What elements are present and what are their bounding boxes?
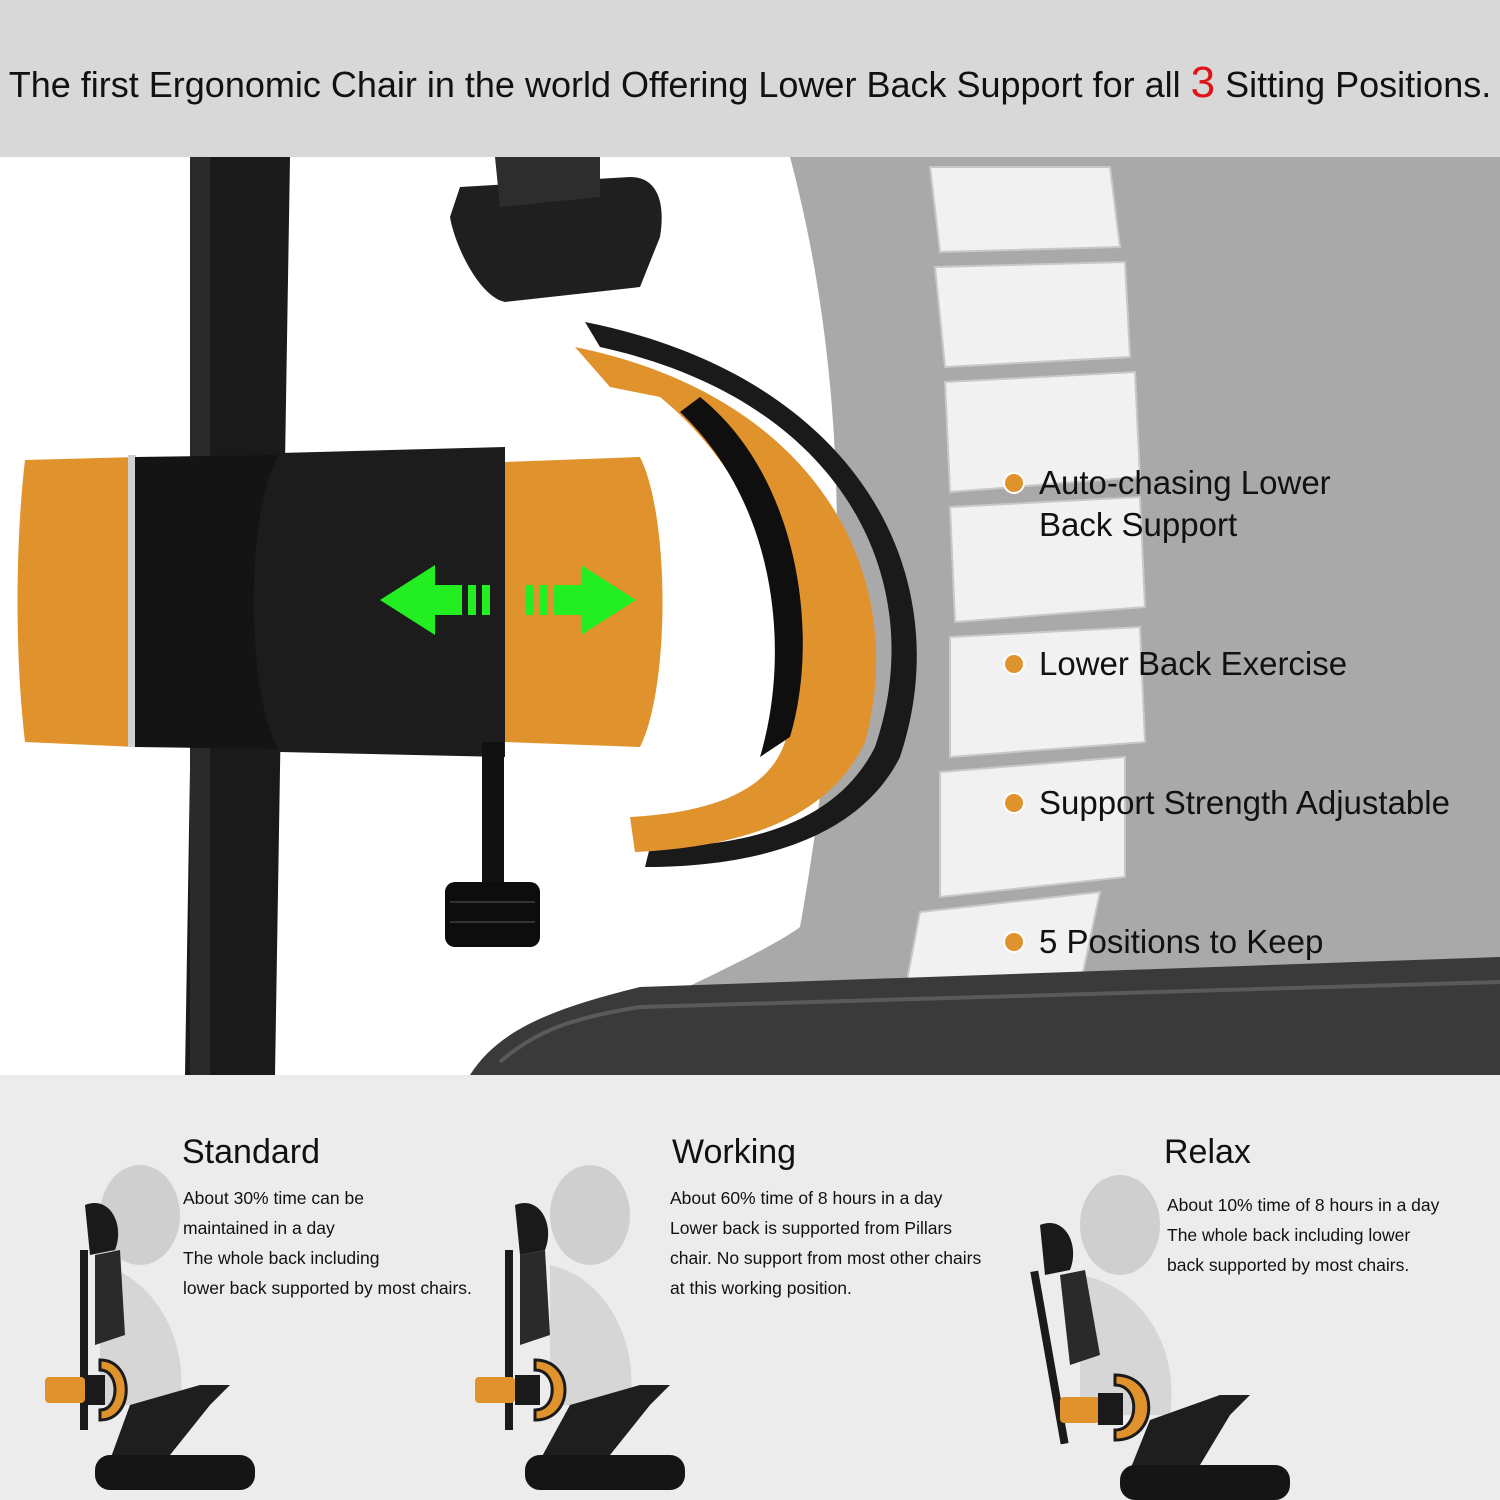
chair-lumbar-graphic bbox=[17, 157, 1500, 1075]
feature-item: Lower Back Exercise bbox=[1005, 643, 1347, 685]
bullet-icon bbox=[1005, 655, 1023, 673]
sitting-positions-section: Standard About 30% time can be maintaine… bbox=[0, 1075, 1500, 1500]
description-line: Lower back is supported from Pillars bbox=[670, 1218, 953, 1238]
relax-description: About 10% time of 8 hours in a day The w… bbox=[1167, 1190, 1439, 1280]
description-line: at this working position. bbox=[670, 1278, 852, 1298]
description-line: About 10% time of 8 hours in a day bbox=[1167, 1195, 1440, 1215]
working-chair-icon bbox=[475, 1165, 685, 1490]
feature-item: Auto-chasing Lower Back Support bbox=[1005, 462, 1331, 546]
headline-number: 3 bbox=[1190, 58, 1216, 107]
description-line: chair. No support from most other chairs bbox=[670, 1248, 982, 1268]
description-line: About 60% time of 8 hours in a day bbox=[670, 1188, 943, 1208]
lumbar-mesh bbox=[680, 397, 803, 757]
feature-item: Support Strength Adjustable bbox=[1005, 782, 1450, 824]
header-banner: The first Ergonomic Chair in the world O… bbox=[0, 0, 1500, 157]
feature-item: 5 Positions to Keep bbox=[1005, 921, 1323, 963]
relax-title: Relax bbox=[1164, 1133, 1251, 1171]
working-title: Working bbox=[672, 1133, 797, 1171]
lumbar-pad bbox=[575, 347, 877, 852]
adjustment-knob[interactable] bbox=[445, 882, 540, 947]
standard-description: About 30% time can be maintained in a da… bbox=[183, 1183, 472, 1303]
description-line: The whole back including lower bbox=[1167, 1225, 1411, 1245]
bullet-icon bbox=[1005, 933, 1023, 951]
feature-label: Auto-chasing Lower bbox=[1039, 464, 1331, 501]
move-arrows-icon bbox=[380, 565, 636, 635]
seat-cushion bbox=[470, 957, 1500, 1075]
working-description: About 60% time of 8 hours in a day Lower… bbox=[670, 1183, 981, 1303]
cylinder-cap bbox=[17, 457, 135, 747]
description-line: lower back supported by most chairs. bbox=[183, 1278, 472, 1298]
description-line: back supported by most chairs. bbox=[1167, 1255, 1410, 1275]
feature-label: Support Strength Adjustable bbox=[1039, 784, 1450, 821]
description-line: The whole back including bbox=[183, 1248, 380, 1268]
feature-label-continued: Back Support bbox=[1039, 506, 1238, 543]
bullet-icon bbox=[1005, 794, 1023, 812]
chair-position-graphics bbox=[45, 1165, 1290, 1500]
standard-title: Standard bbox=[182, 1133, 320, 1171]
relax-chair-icon bbox=[1030, 1175, 1290, 1500]
headline-text-start: The first Ergonomic Chair in the world O… bbox=[8, 64, 1191, 105]
knob-shaft bbox=[482, 742, 504, 892]
description-line: maintained in a day bbox=[183, 1218, 335, 1238]
feature-label: 5 Positions to Keep bbox=[1039, 923, 1324, 960]
feature-label: Lower Back Exercise bbox=[1039, 645, 1348, 682]
lumbar-pad-edge bbox=[585, 322, 917, 867]
headline: The first Ergonomic Chair in the world O… bbox=[0, 58, 1500, 108]
bullet-icon bbox=[1005, 474, 1023, 492]
standard-chair-icon bbox=[45, 1165, 255, 1490]
headline-text-end: Sitting Positions. bbox=[1215, 64, 1492, 105]
lumbar-support-illustration: Auto-chasing Lower Back Support Lower Ba… bbox=[0, 157, 1500, 1075]
headrest-bracket bbox=[450, 177, 662, 302]
description-line: About 30% time can be bbox=[183, 1188, 364, 1208]
